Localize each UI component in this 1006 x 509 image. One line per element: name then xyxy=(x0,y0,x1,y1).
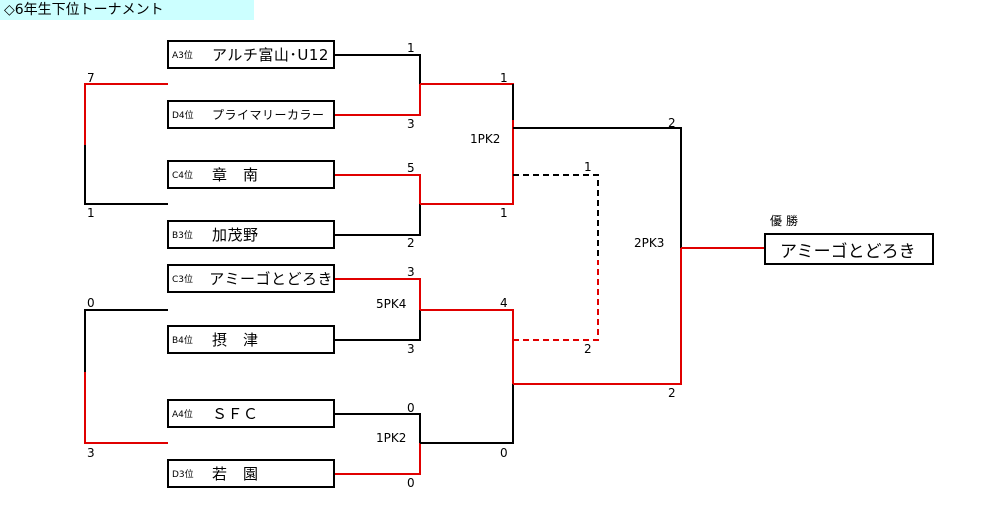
r1-match-4 xyxy=(335,413,421,475)
left-bracket-top xyxy=(84,83,168,205)
team-name: 章 南 xyxy=(212,166,259,184)
score-label: 0 xyxy=(407,476,415,490)
score-label: 3 xyxy=(407,265,415,279)
team-box-b3: B3位 加茂野 xyxy=(167,220,335,249)
score-label: 1 xyxy=(584,160,592,174)
team-seed: D4位 xyxy=(172,111,194,121)
score-label: 3 xyxy=(87,446,95,460)
score-label: 3 xyxy=(407,117,415,131)
score-label: 1 xyxy=(500,206,508,220)
third-place-match xyxy=(513,174,599,341)
final-match xyxy=(513,127,764,385)
sf-match-2 xyxy=(420,309,514,444)
team-box-c3: C3位 アミーゴとどろき xyxy=(167,264,335,293)
team-name: 摂 津 xyxy=(212,331,259,349)
champion-box: アミーゴとどろき xyxy=(764,233,934,265)
team-name: 加茂野 xyxy=(212,226,259,244)
champion-name: アミーゴとどろき xyxy=(780,241,916,262)
team-name: 若 園 xyxy=(212,465,259,483)
team-box-d4: D4位 プライマリーカラー xyxy=(167,100,335,129)
score-label: 0 xyxy=(500,446,508,460)
team-box-b4: B4位 摂 津 xyxy=(167,325,335,354)
score-label: 3 xyxy=(407,342,415,356)
team-seed: A4位 xyxy=(172,410,193,420)
team-seed: C3位 xyxy=(172,275,194,285)
team-box-c4: C4位 章 南 xyxy=(167,160,335,189)
score-label: 1 xyxy=(500,71,508,85)
r1-match-2 xyxy=(335,174,421,236)
score-label: 4 xyxy=(500,296,508,310)
team-seed: B3位 xyxy=(172,231,193,241)
team-box-a4: A4位 ＳＦＣ xyxy=(167,399,335,428)
score-label: 1 xyxy=(407,41,415,55)
score-label: 2 xyxy=(668,386,676,400)
score-label: 1 xyxy=(87,206,95,220)
sf-match-1 xyxy=(420,83,514,205)
page-title: ◇6年生下位トーナメント xyxy=(0,0,254,20)
r1-match-1 xyxy=(335,54,421,116)
team-seed: B4位 xyxy=(172,336,193,346)
pk-label: 1PK2 xyxy=(376,431,407,445)
score-label: 2 xyxy=(407,236,415,250)
team-name: ＳＦＣ xyxy=(212,405,259,423)
team-seed: D3位 xyxy=(172,470,194,480)
champion-label: 優勝 xyxy=(770,214,803,228)
score-label: 0 xyxy=(87,296,95,310)
score-label: 0 xyxy=(407,401,415,415)
team-seed: C4位 xyxy=(172,171,194,181)
score-label: 2 xyxy=(584,342,592,356)
score-label: 5 xyxy=(407,161,415,175)
team-name: アミーゴとどろき xyxy=(209,270,333,288)
team-name: プライマリーカラー xyxy=(212,108,325,122)
pk-label: 5PK4 xyxy=(376,297,407,311)
team-box-d3: D3位 若 園 xyxy=(167,459,335,488)
pk-label: 1PK2 xyxy=(470,132,501,146)
pk-label: 2PK3 xyxy=(634,236,665,250)
team-name: アルチ富山･U12 xyxy=(212,46,329,64)
team-box-a3: A3位 アルチ富山･U12 xyxy=(167,40,335,69)
r1-match-3 xyxy=(335,278,421,341)
left-bracket-bottom xyxy=(84,309,168,444)
score-label: 7 xyxy=(87,71,95,85)
team-seed: A3位 xyxy=(172,51,193,61)
score-label: 2 xyxy=(668,116,676,130)
